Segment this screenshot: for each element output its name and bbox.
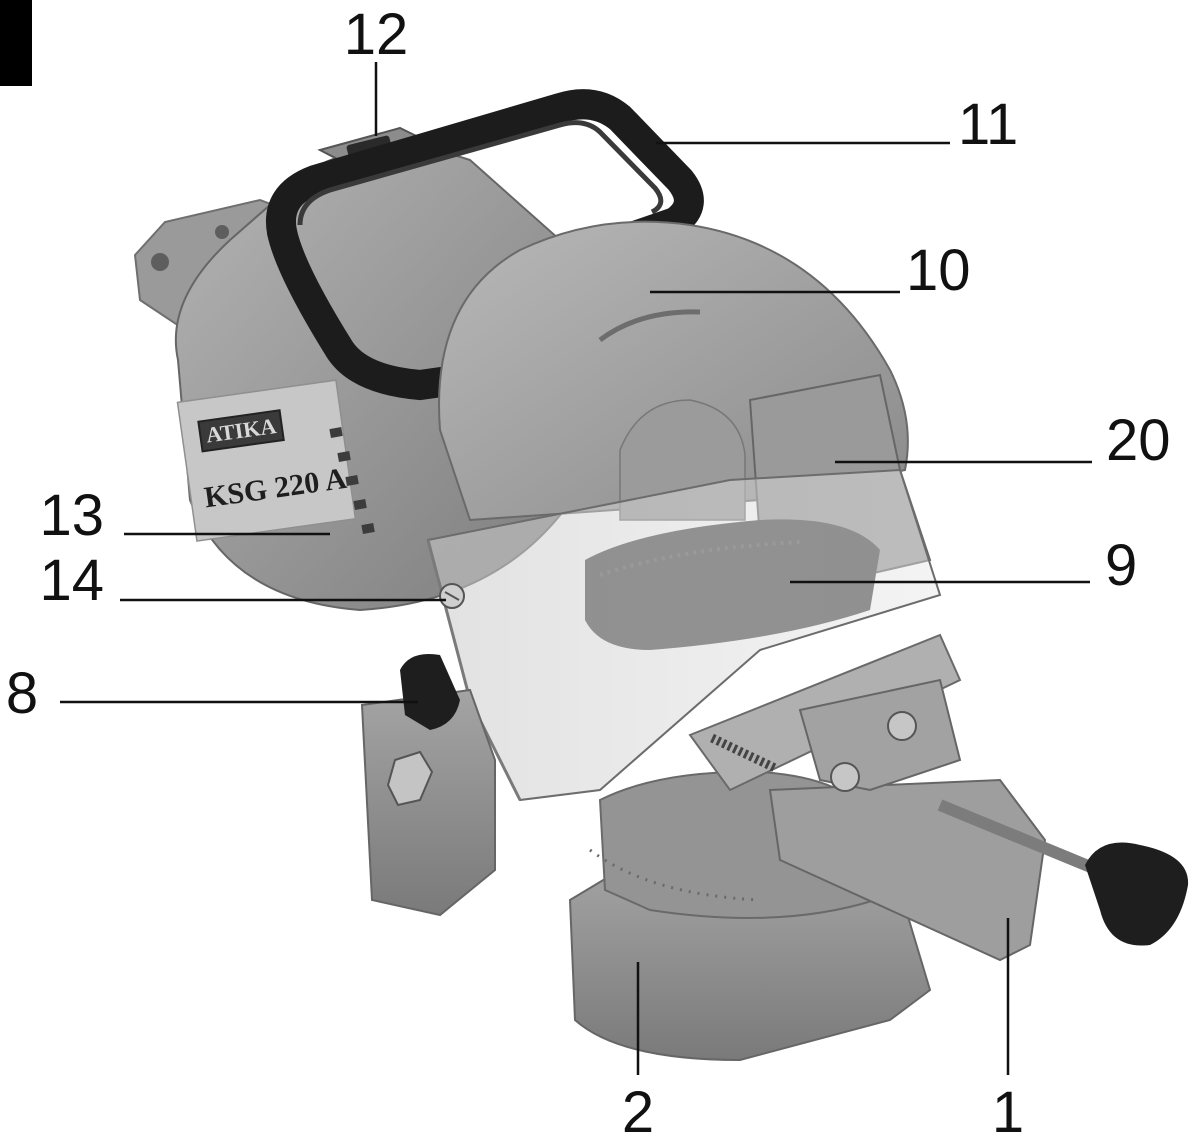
callout-12-number: 12	[344, 2, 409, 67]
machine-illustration: ATIKA KSG 220 A	[133, 89, 1189, 1062]
pivot-bolt	[386, 750, 434, 807]
mount-hole	[215, 225, 229, 239]
carry-handle	[266, 89, 704, 401]
callout-13-number: 13	[39, 483, 104, 548]
vise-bracket	[798, 678, 962, 792]
callout-1-number: 1	[992, 1080, 1024, 1145]
angle-scale	[589, 848, 761, 902]
callout-11-number: 11	[958, 92, 1018, 157]
depth-adjust-knob	[400, 654, 460, 730]
brand-badge	[197, 409, 285, 453]
callout-14-number: 14	[39, 548, 104, 613]
bracket-screw	[830, 762, 860, 792]
rotation-arrow	[598, 309, 701, 343]
callout-20-number: 20	[1106, 408, 1171, 473]
pivot-block	[360, 688, 496, 917]
callout-2-number: 2	[622, 1080, 654, 1145]
clamp-threaded-rod	[937, 799, 1113, 881]
bracket-screw	[887, 711, 917, 741]
callouts: 12 11 10 20 13 14 9 8 2 1	[6, 2, 1171, 1145]
callout-9-number: 9	[1105, 533, 1137, 598]
page-corner-tab	[0, 0, 32, 86]
shield-screw-slot	[444, 591, 460, 601]
nameplate: ATIKA KSG 220 A	[176, 379, 357, 542]
nameplate-panel	[176, 379, 357, 542]
ventilation-slots	[329, 427, 375, 534]
callout-8-number: 8	[6, 661, 38, 726]
mount-hole	[151, 253, 169, 271]
clamp-knob	[1085, 842, 1189, 946]
callout-10-number: 10	[906, 238, 971, 303]
